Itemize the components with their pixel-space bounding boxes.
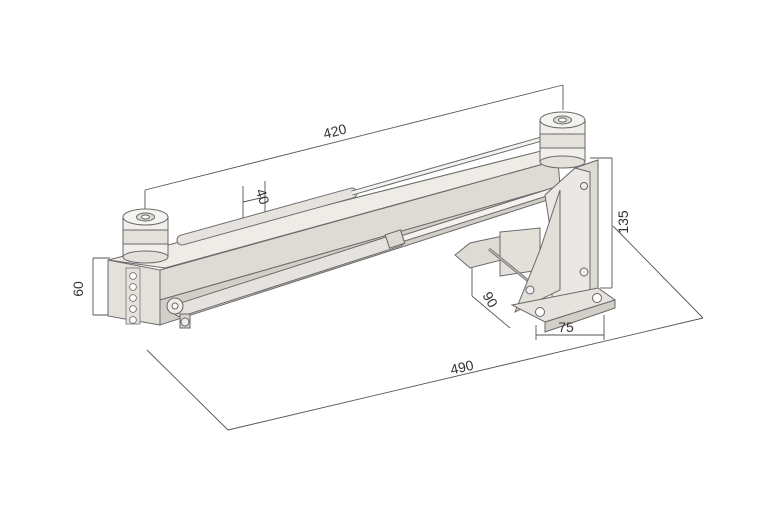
left-roller [122, 208, 169, 264]
upper-gas-strut [176, 135, 546, 246]
dimension-420: 420 [322, 121, 349, 142]
dimension-75: 75 [558, 319, 574, 335]
dimension-490: 490 [449, 357, 476, 378]
base-bolt-hole [535, 307, 545, 317]
dimension-60: 60 [70, 281, 86, 297]
base-bolt-hole [592, 293, 602, 303]
mounting-hole [129, 272, 137, 280]
dimension-90: 90 [480, 289, 502, 311]
bracket-bolt [580, 182, 588, 190]
front-mount-bracket [510, 159, 617, 333]
dimension-labels: 490 420 40 60 135 75 90 [70, 121, 631, 378]
dimension-135: 135 [615, 210, 631, 234]
mounting-hole [129, 305, 137, 313]
mounting-hole [129, 316, 137, 324]
right-roller [539, 111, 586, 169]
bracket-bolt [525, 285, 535, 295]
bracket-bolt [579, 267, 589, 277]
rear-mount-plate [454, 227, 541, 286]
beam-end-holes [125, 267, 141, 325]
dimension-40: 40 [253, 187, 273, 207]
dimension-lines [92, 84, 704, 431]
mounting-hole [129, 294, 137, 302]
mounting-hole [129, 283, 137, 291]
